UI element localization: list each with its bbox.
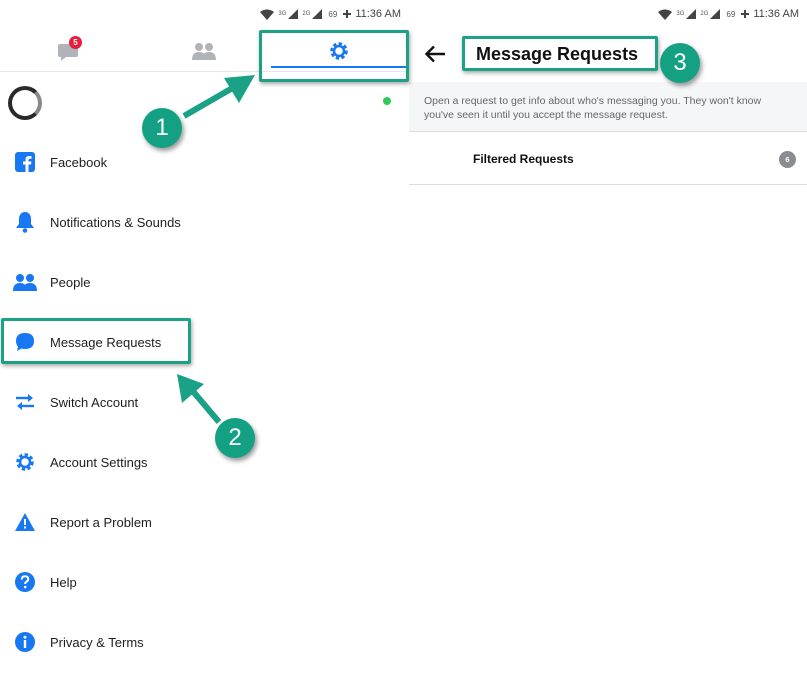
menu-label: Facebook bbox=[50, 154, 108, 170]
gear-icon bbox=[330, 42, 348, 60]
status-bar: 3G 2G 69 11:36 AM bbox=[409, 0, 807, 30]
filtered-requests-label: Filtered Requests bbox=[473, 152, 574, 166]
status-icons: 3G 2G 69 11:36 AM bbox=[260, 8, 401, 20]
online-status-dot bbox=[383, 97, 391, 105]
arrow-2 bbox=[177, 374, 222, 424]
menu-item-account-settings[interactable]: Account Settings bbox=[0, 432, 409, 492]
menu-label: Message Requests bbox=[50, 334, 162, 350]
gear-icon bbox=[12, 449, 38, 475]
clock: 11:36 AM bbox=[753, 8, 799, 20]
menu-label: Switch Account bbox=[50, 394, 139, 410]
status-icons: 3G 2G 69 11:36 AM bbox=[658, 8, 799, 20]
menu-item-switch-account[interactable]: Switch Account bbox=[0, 372, 409, 432]
active-tab-indicator bbox=[271, 66, 407, 68]
people-icon bbox=[12, 269, 38, 295]
menu-label: Notifications & Sounds bbox=[50, 214, 181, 230]
highlight-settings-tab bbox=[259, 30, 409, 82]
tab-people[interactable] bbox=[176, 30, 232, 72]
wifi-icon bbox=[260, 9, 275, 20]
avatar[interactable] bbox=[8, 86, 42, 120]
signal-label-b: 2G bbox=[700, 11, 709, 17]
info-text: Open a request to get info about who's m… bbox=[409, 82, 807, 132]
menu-item-facebook[interactable]: Facebook bbox=[0, 132, 409, 192]
tab-settings[interactable] bbox=[270, 30, 408, 72]
step-2-marker: 2 bbox=[215, 418, 255, 458]
back-arrow-icon bbox=[424, 45, 445, 63]
signal-label-a: 3G bbox=[676, 11, 685, 17]
tab-chats[interactable]: 5 bbox=[40, 30, 96, 72]
menu-item-help[interactable]: Help bbox=[0, 552, 409, 612]
warning-icon bbox=[12, 509, 38, 535]
question-icon bbox=[12, 569, 38, 595]
menu-label: Privacy & Terms bbox=[50, 634, 144, 650]
signal-label-b: 2G bbox=[302, 11, 311, 17]
page-header: Message Requests bbox=[409, 30, 807, 78]
filtered-requests-row[interactable]: Filtered Requests 6 bbox=[409, 134, 807, 185]
menu-item-notifications[interactable]: Notifications & Sounds bbox=[0, 192, 409, 252]
signal-icon bbox=[710, 9, 721, 19]
highlight-page-title bbox=[462, 36, 658, 71]
battery-level: 69 bbox=[726, 9, 736, 19]
back-button[interactable] bbox=[421, 40, 449, 68]
charging-icon bbox=[741, 10, 750, 18]
menu-item-report-problem[interactable]: Report a Problem bbox=[0, 492, 409, 552]
info-icon bbox=[12, 629, 38, 655]
battery-level: 69 bbox=[328, 9, 338, 19]
signal-icon bbox=[312, 9, 323, 19]
page-title: Message Requests bbox=[476, 44, 639, 64]
highlight-message-requests bbox=[1, 318, 191, 364]
message-requests-panel: 3G 2G 69 11:36 AM Message Requests Open … bbox=[409, 0, 807, 678]
charging-icon bbox=[343, 10, 352, 18]
bell-icon bbox=[12, 209, 38, 235]
swap-icon bbox=[12, 389, 38, 415]
menu-item-privacy-terms[interactable]: Privacy & Terms bbox=[0, 612, 409, 672]
settings-panel: 3G 2G 69 11:36 AM 5 bbox=[0, 0, 409, 672]
menu-label: Report a Problem bbox=[50, 514, 152, 530]
signal-icon bbox=[686, 9, 697, 19]
menu-label: Help bbox=[50, 574, 77, 590]
step-1-marker: 1 bbox=[142, 108, 182, 148]
people-icon bbox=[192, 43, 216, 60]
menu-label: People bbox=[50, 274, 91, 290]
menu-item-message-requests[interactable]: Message Requests bbox=[0, 312, 409, 372]
facebook-icon bbox=[12, 149, 38, 175]
step-3-marker: 3 bbox=[660, 43, 700, 83]
chat-bubble-icon bbox=[12, 329, 38, 355]
unread-badge: 5 bbox=[69, 36, 82, 49]
status-bar: 3G 2G 69 11:36 AM bbox=[0, 0, 409, 30]
menu-item-people[interactable]: People bbox=[0, 252, 409, 312]
signal-label-a: 3G bbox=[278, 11, 287, 17]
filtered-count-badge: 6 bbox=[779, 151, 796, 168]
wifi-icon bbox=[658, 9, 673, 20]
menu-label: Account Settings bbox=[50, 454, 148, 470]
profile-row[interactable] bbox=[0, 80, 409, 128]
tab-bar: 5 bbox=[0, 30, 409, 72]
signal-icon bbox=[288, 9, 299, 19]
arrow-1 bbox=[182, 75, 255, 119]
clock: 11:36 AM bbox=[355, 8, 401, 20]
